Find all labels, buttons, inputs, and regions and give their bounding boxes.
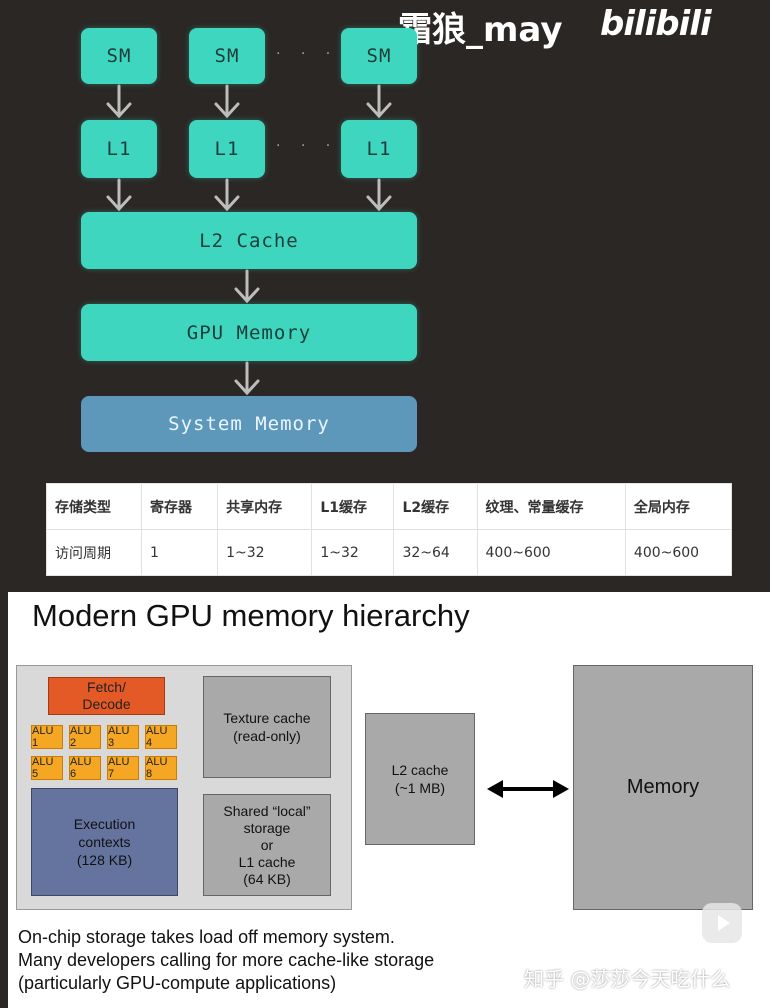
slide-title: Modern GPU memory hierarchy xyxy=(32,598,470,633)
table-cell: 1~32 xyxy=(311,529,395,576)
diagram-arrows xyxy=(106,84,392,396)
l1-node-3: L1 xyxy=(341,120,417,178)
table-cell: 访问周期 xyxy=(46,529,142,576)
table-cell: 1 xyxy=(140,529,219,576)
alu-box: ALU 6 xyxy=(69,756,101,780)
author-watermark: 霜狼_may xyxy=(398,10,563,50)
table-header-cell: L2缓存 xyxy=(393,483,478,530)
l1-node-1: L1 xyxy=(81,120,157,178)
sm-node-2: SM xyxy=(189,28,265,84)
caption-line: On-chip storage takes load off memory sy… xyxy=(18,927,395,947)
table-header-cell: 寄存器 xyxy=(140,483,219,530)
table-cell: 32~64 xyxy=(393,529,478,576)
table-header-row: 存储类型 寄存器 共享内存 L1缓存 L2缓存 纹理、常量缓存 全局内存 xyxy=(46,483,733,530)
alu-box: ALU 1 xyxy=(31,725,63,749)
alu-box: ALU 4 xyxy=(145,725,177,749)
sm-ellipsis: · · · xyxy=(276,46,339,62)
alu-box: ALU 3 xyxy=(107,725,139,749)
alu-box: ALU 2 xyxy=(69,725,101,749)
table-cell: 1~32 xyxy=(217,529,313,576)
caption-line: (particularly GPU-compute applications) xyxy=(18,973,337,993)
sm-node-3: SM xyxy=(341,28,417,84)
alu-box: ALU 7 xyxy=(107,756,139,780)
memory-box: Memory xyxy=(573,665,753,910)
l2-cache-node: L2 Cache xyxy=(81,212,417,269)
slide-caption: On-chip storage takes load off memory sy… xyxy=(18,926,434,995)
latency-table: 存储类型 寄存器 共享内存 L1缓存 L2缓存 纹理、常量缓存 全局内存 访问周… xyxy=(46,483,733,576)
l1-ellipsis: · · · xyxy=(276,138,339,154)
l2-cache-box: L2 cache (~1 MB) xyxy=(365,713,475,845)
table-header-cell: 全局内存 xyxy=(624,483,733,530)
table-header-cell: 共享内存 xyxy=(217,483,313,530)
play-icon xyxy=(702,903,742,943)
table-header-cell: 存储类型 xyxy=(46,483,142,530)
l1-node-2: L1 xyxy=(189,120,265,178)
system-memory-node: System Memory xyxy=(81,396,417,452)
bidirectional-arrow-icon xyxy=(487,780,569,798)
table-header-cell: 纹理、常量缓存 xyxy=(476,483,626,530)
sm-node-1: SM xyxy=(81,28,157,84)
execution-contexts-box: Execution contexts (128 KB) xyxy=(31,788,178,896)
alu-box: ALU 8 xyxy=(145,756,177,780)
table-row: 访问周期 1 1~32 1~32 32~64 400~600 400~600 xyxy=(46,529,733,576)
alu-box: ALU 5 xyxy=(31,756,63,780)
shared-storage-box: Shared “local” storage or L1 cache (64 K… xyxy=(203,794,331,896)
gpu-memory-node: GPU Memory xyxy=(81,304,417,361)
table-header-cell: L1缓存 xyxy=(311,483,395,530)
fetch-decode-box: Fetch/ Decode xyxy=(48,677,165,715)
caption-line: Many developers calling for more cache-l… xyxy=(18,950,435,970)
bilibili-logo: bilibili xyxy=(600,4,712,44)
zhihu-watermark: 知乎 @莎莎今天吃什么 xyxy=(524,967,731,991)
table-cell: 400~600 xyxy=(624,529,733,576)
texture-cache-box: Texture cache (read-only) xyxy=(203,676,331,778)
table-cell: 400~600 xyxy=(476,529,626,576)
